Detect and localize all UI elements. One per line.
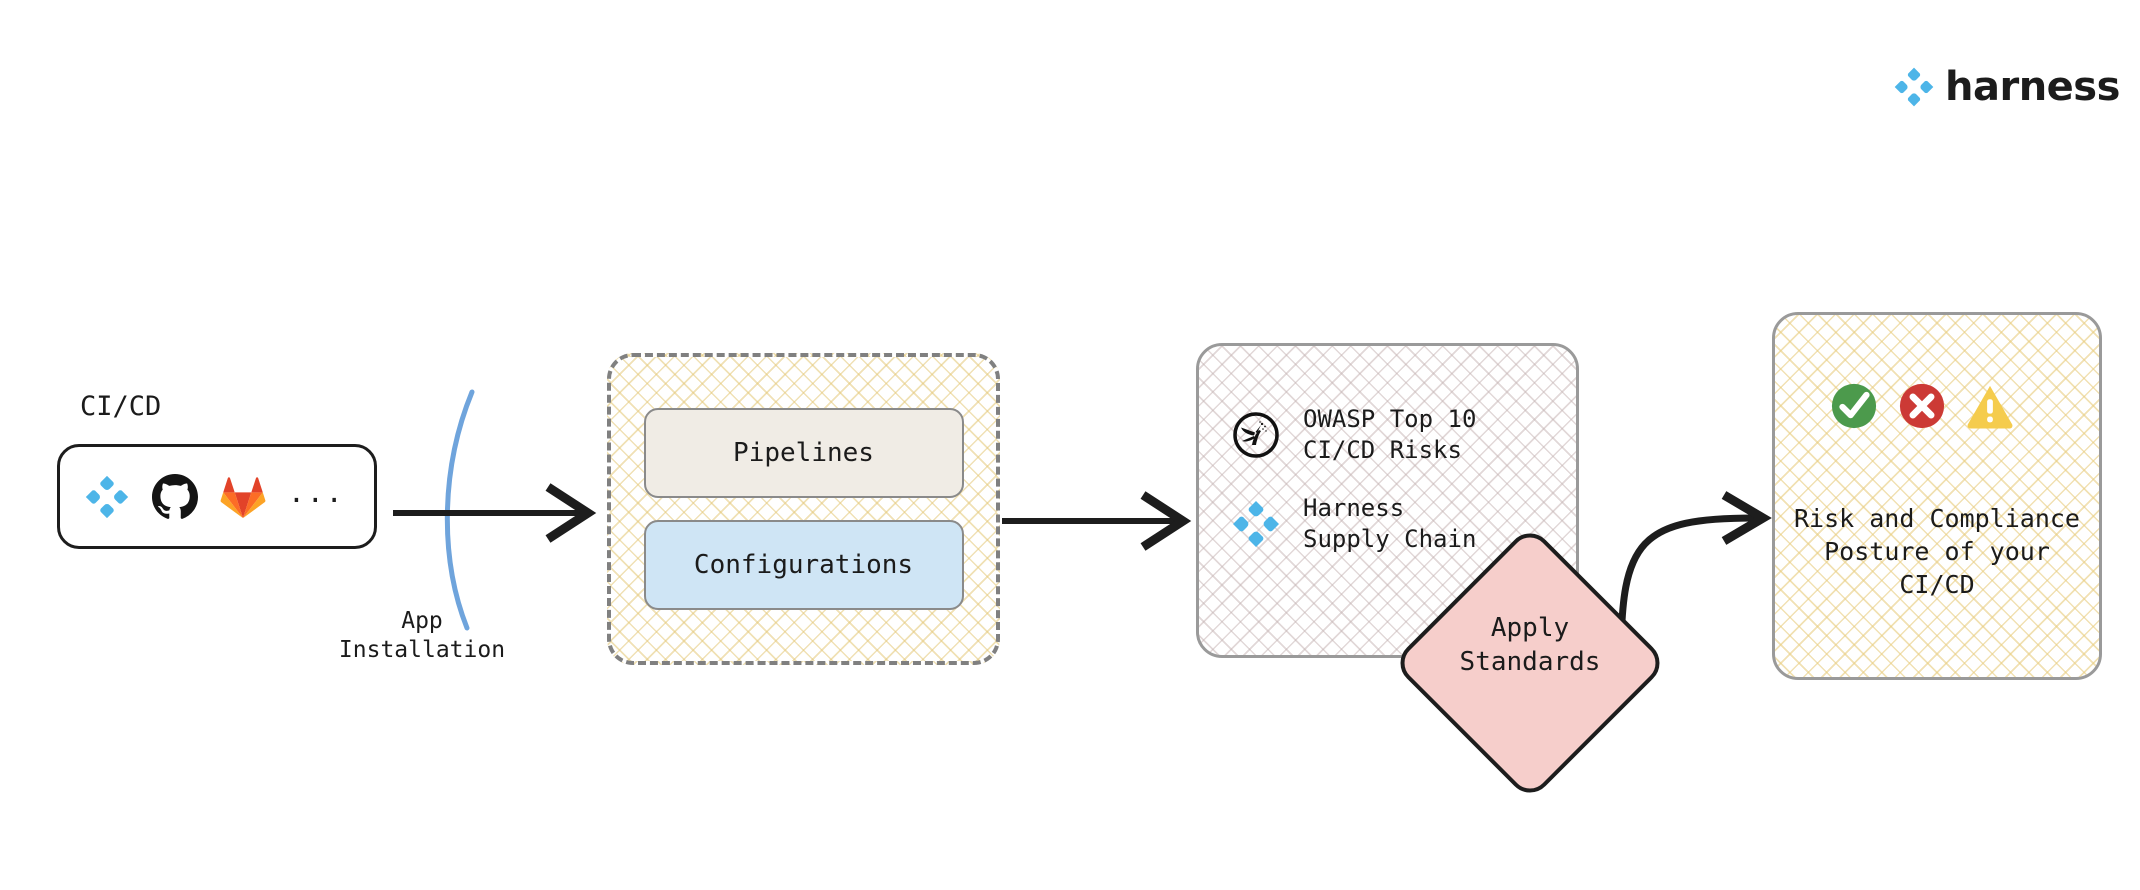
outcome-description: Risk and Compliance Posture of your CI/C… [1794,504,2080,599]
standard-item-harness: Harness Supply Chain [1231,493,1576,554]
more-tools-ellipsis: ... [288,475,345,509]
standard-label-owasp: OWASP Top 10 CI/CD Risks [1303,405,1477,464]
app-installation-label: App Installation [338,608,506,664]
harness-icon [1233,501,1279,548]
apply-standards-label: Apply Standards [1459,613,1601,677]
arrow-scan-to-standards [1002,491,1192,551]
harness-icon [85,475,129,518]
harness-brand-logo: harness [1893,66,2120,108]
asset-card-configurations: Configurations [643,520,964,610]
gitlab-icon [220,476,266,518]
cicd-tools-box: ... [57,444,377,549]
check-circle-icon [1831,383,1877,429]
outcome-box [1772,312,2102,680]
status-icon-group [1830,382,2014,430]
arrow-apply-to-outcome [1617,491,1772,664]
owasp-icon [1233,411,1279,458]
brand-name: harness [1945,64,2120,110]
github-icon [152,473,198,519]
cicd-section-title: CI/CD [80,391,162,422]
asset-card-pipelines: Pipelines [643,408,964,498]
warning-triangle-icon [1967,385,2013,429]
x-circle-icon [1899,383,1945,429]
standard-label-harness: Harness Supply Chain [1303,494,1477,554]
harness-diamond-icon [1894,67,1934,107]
arrow-cicd-to-scan [393,483,597,543]
scanned-assets-container: Pipelines Configurations [607,353,1000,665]
standard-item-owasp: OWASP Top 10 CI/CD Risks [1231,404,1576,465]
